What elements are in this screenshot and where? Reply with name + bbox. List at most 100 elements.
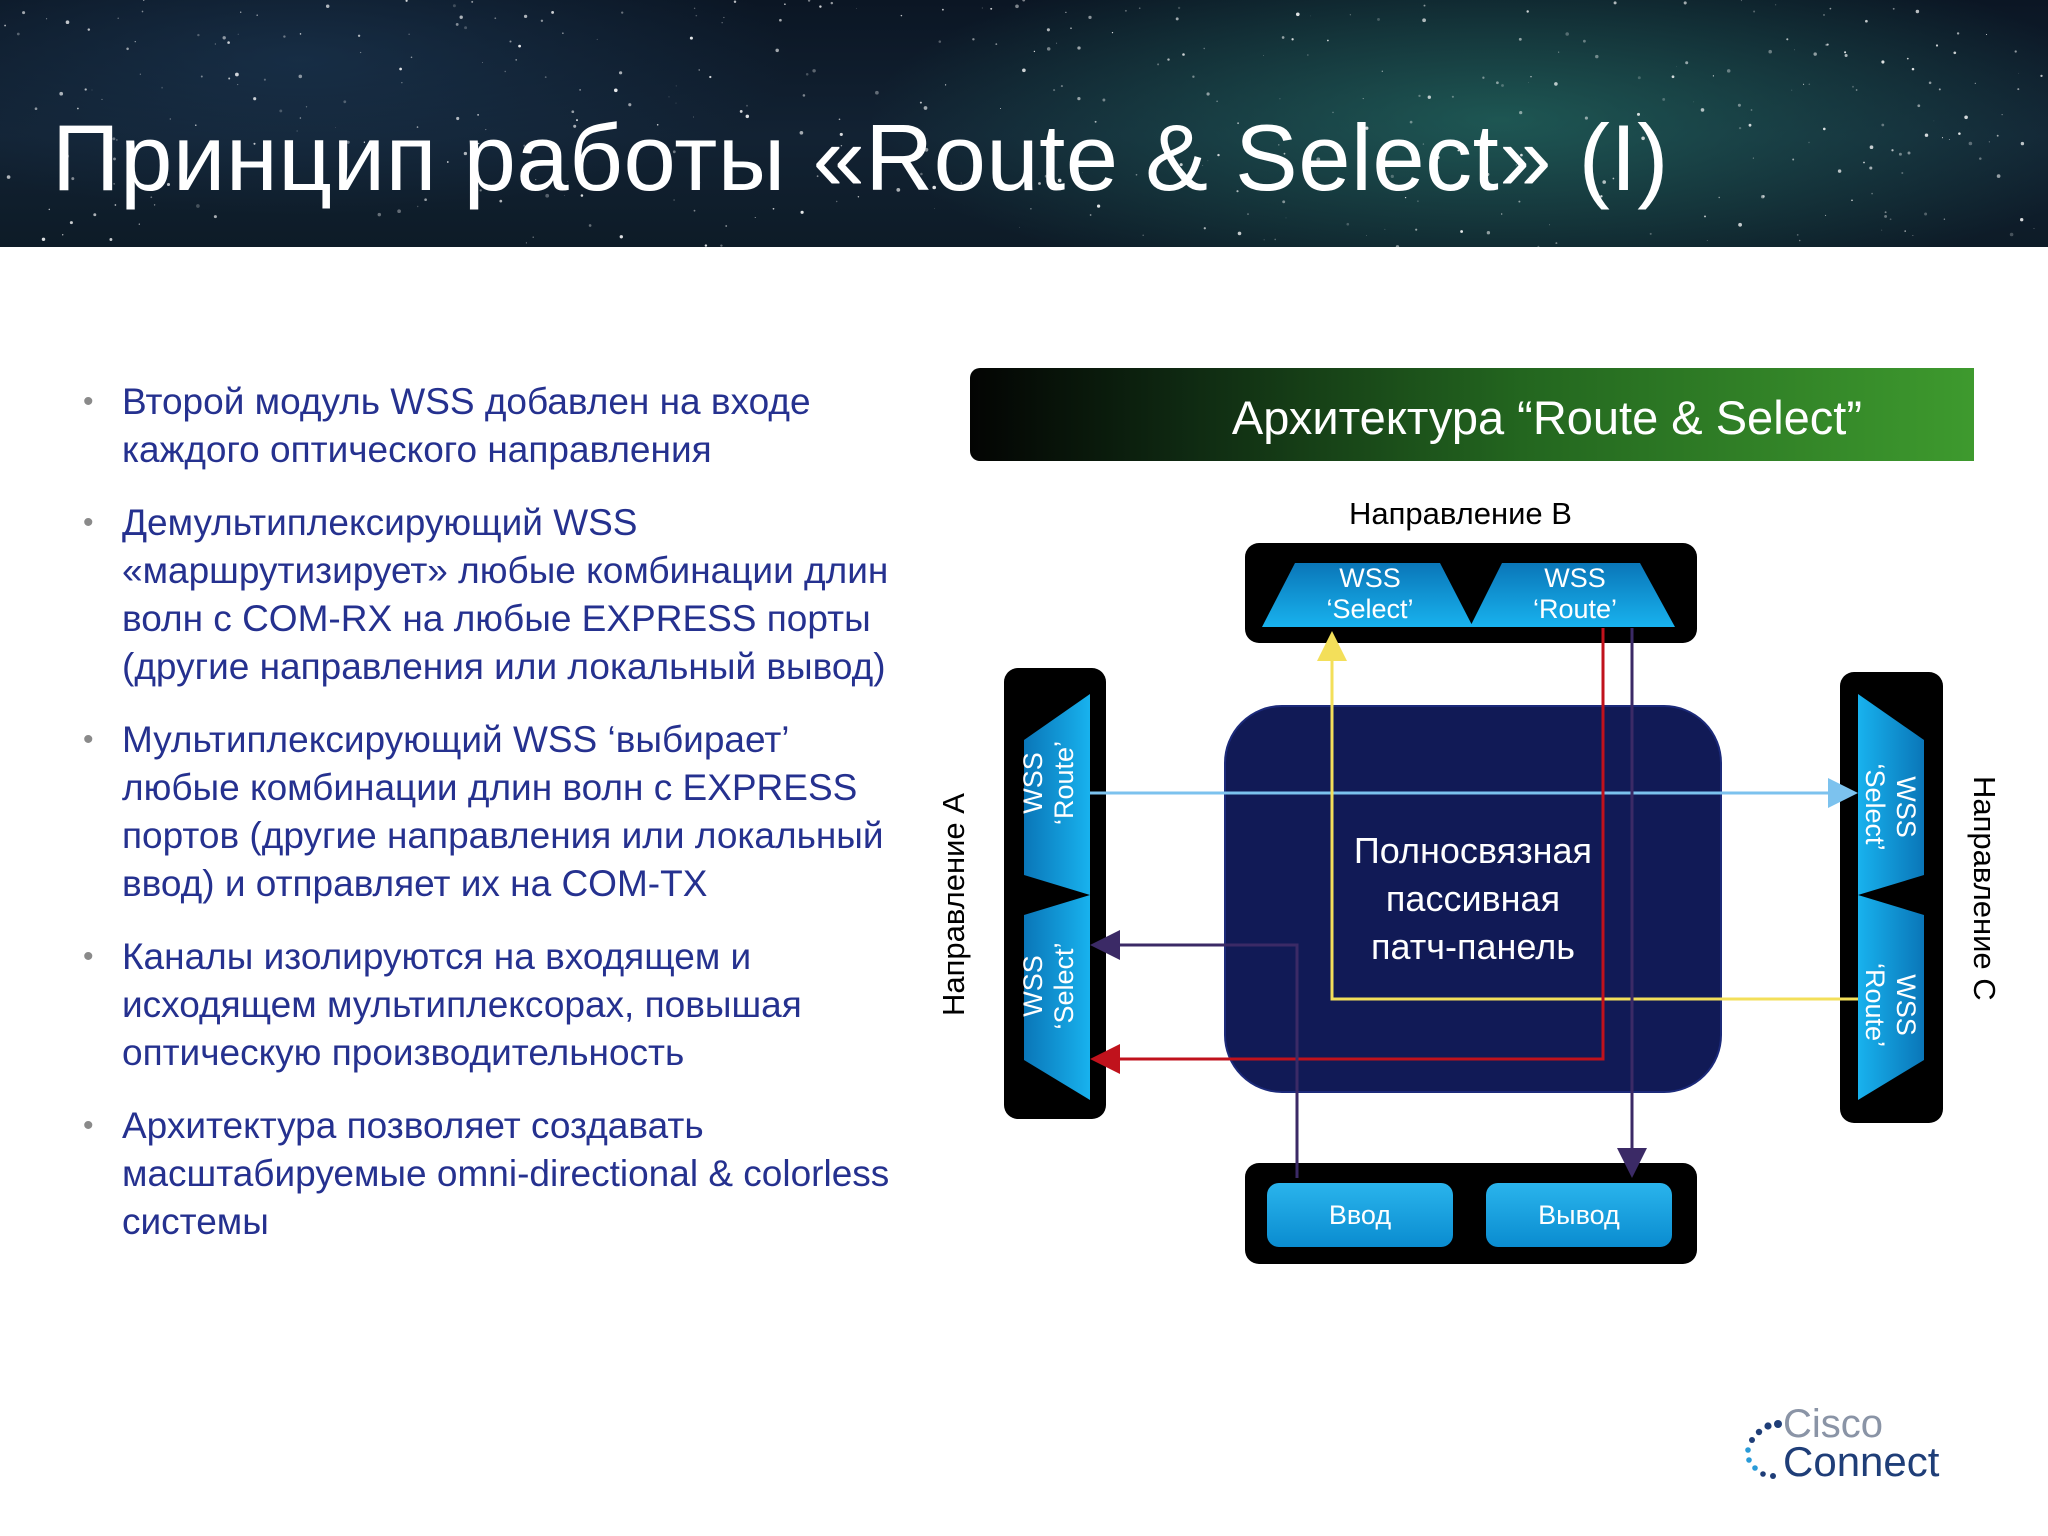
star [668, 96, 670, 98]
star [1693, 101, 1695, 103]
star [697, 181, 701, 185]
star [1096, 204, 1101, 208]
star [1526, 10, 1529, 13]
star [1865, 19, 1868, 23]
star [1274, 238, 1276, 241]
star [819, 5, 822, 8]
star [62, 234, 64, 236]
star [1096, 142, 1098, 144]
star [1537, 245, 1540, 247]
star [535, 179, 537, 181]
star [1065, 11, 1067, 14]
star [1094, 120, 1097, 123]
star [826, 155, 831, 159]
star [709, 75, 712, 79]
star [1915, 9, 1920, 14]
star [101, 98, 103, 100]
star [237, 84, 239, 86]
bullet-list: •Второй модуль WSS добавлен на входе каж… [80, 378, 910, 1271]
star [2009, 232, 2014, 237]
star [2001, 114, 2003, 116]
star [662, 148, 664, 150]
star [1565, 32, 1569, 36]
star [424, 198, 427, 202]
star [800, 210, 804, 214]
direction-a-label: Направление A [936, 793, 971, 1016]
bullet-dot-icon: • [83, 723, 94, 756]
star [1901, 171, 1904, 175]
star [1612, 177, 1615, 180]
star [417, 205, 419, 208]
star [1813, 52, 1817, 56]
star [2017, 88, 2020, 91]
star [1404, 196, 1407, 199]
star [1792, 158, 1795, 161]
star [830, 1, 834, 5]
star [1863, 161, 1865, 164]
star [1844, 53, 1848, 58]
star [1377, 17, 1380, 21]
star [1203, 227, 1206, 230]
star [621, 11, 624, 14]
slide-title: Принцип работы «Route & Select» (I) [52, 105, 1669, 210]
star [214, 43, 216, 45]
star [2020, 218, 2024, 222]
star [1636, 112, 1641, 116]
star [1979, 157, 1982, 160]
star [1726, 69, 1731, 73]
star [1192, 75, 1195, 78]
bullet-item: •Второй модуль WSS добавлен на входе каж… [80, 378, 910, 474]
star [1775, 4, 1777, 6]
star [22, 11, 26, 15]
star [1460, 230, 1464, 233]
star [1988, 141, 1990, 143]
star [990, 7, 993, 10]
star [1482, 76, 1485, 79]
star [1282, 200, 1286, 204]
star [397, 209, 401, 214]
star [1263, 239, 1265, 241]
star [1637, 76, 1641, 80]
star [1046, 28, 1050, 32]
star [1823, 14, 1825, 16]
star [932, 185, 936, 190]
star [410, 56, 413, 59]
star [1671, 75, 1675, 79]
star [335, 126, 336, 128]
star [1938, 88, 1941, 91]
star [87, 28, 91, 31]
star [1167, 58, 1170, 61]
star [1044, 174, 1048, 178]
star [1501, 84, 1504, 87]
star [1175, 17, 1179, 21]
star [1985, 33, 1988, 36]
star [113, 157, 116, 161]
star [1968, 141, 1973, 146]
star [1996, 174, 2001, 178]
bullet-dot-icon: • [83, 506, 94, 539]
patch-panel-label: Полносвязная пассивная патч-панель [1353, 830, 1593, 967]
star [1207, 160, 1209, 162]
star [1750, 109, 1753, 111]
star [1030, 207, 1032, 210]
star [1794, 49, 1796, 51]
star [1070, 27, 1072, 30]
star [1881, 123, 1885, 127]
star [139, 73, 141, 75]
star [1249, 144, 1251, 146]
star [720, 244, 723, 247]
star [1911, 67, 1915, 71]
star [2020, 141, 2025, 146]
top-wss-route-label: WSS ‘Route’ [1532, 563, 1618, 624]
star [195, 124, 197, 126]
star [564, 194, 565, 196]
star [1053, 89, 1056, 92]
star [1595, 54, 1599, 59]
star [673, 199, 675, 201]
right-wss-route-label: WSS ‘Route’ [1860, 962, 1921, 1048]
star [1501, 213, 1503, 215]
star [479, 189, 482, 192]
star [1179, 163, 1183, 167]
star [812, 69, 816, 73]
star [619, 235, 623, 239]
